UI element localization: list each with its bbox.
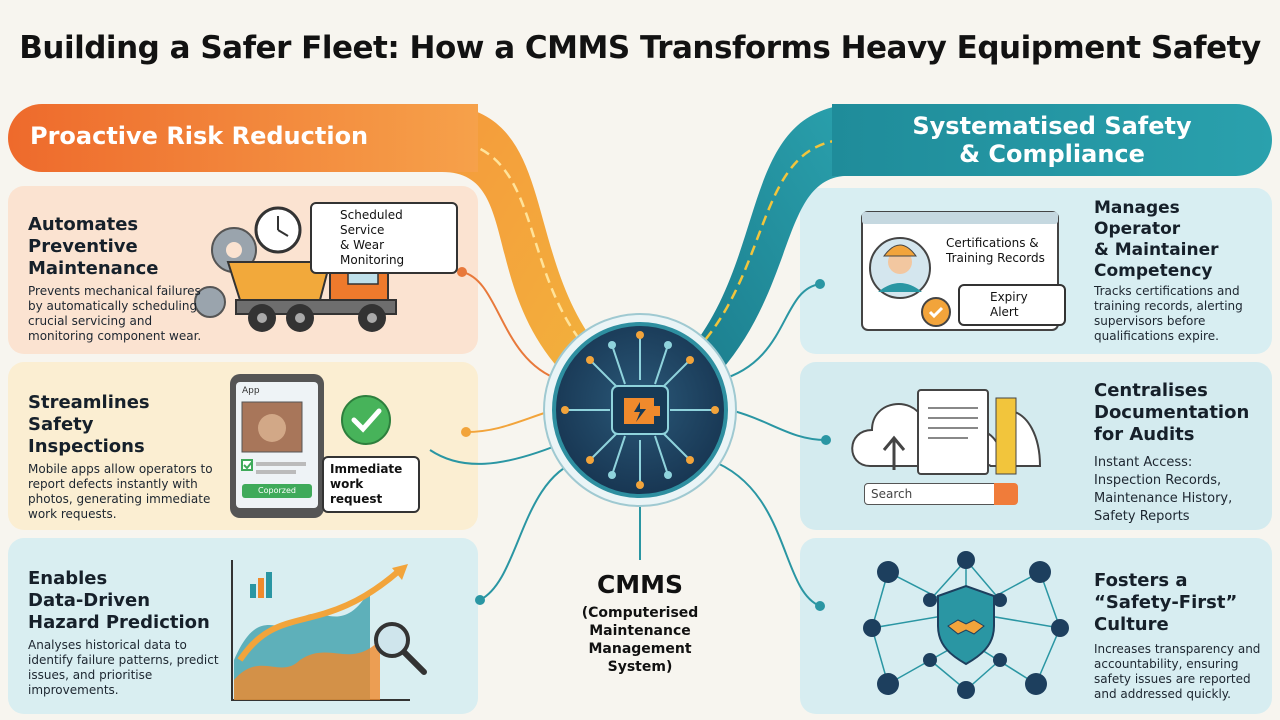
desc-safety-culture: Increases transparency and accountabilit… [1094,642,1260,702]
heading-line: Preventive [28,236,138,257]
page-title: Building a Safer Fleet: How a CMMS Trans… [19,30,1261,66]
card-title: Certifications & Training Records [946,236,1045,266]
subtitle-line: (Computerised [581,605,699,621]
callout-line: & Wear Monitoring [340,238,405,267]
heading-safety-inspections: Streamlines Safety Inspections [28,392,150,458]
callout-scheduled-service: Scheduled Service & Wear Monitoring [310,202,458,274]
hazard-chart-illustration [231,560,427,701]
heading-line: Documentation [1094,402,1250,423]
subtitle-line: System) [607,659,673,675]
people-network-illustration [863,551,1069,699]
heading-line: Automates [28,214,139,235]
desc-line: supervisors before [1094,314,1206,328]
mobile-phone-icon [230,374,324,518]
desc-line: photos, generating immediate [28,492,211,506]
desc-line: identify failure patterns, predict [28,653,219,667]
desc-line: crucial servicing and [28,314,153,328]
heading-line: “Safety-First” [1094,592,1238,613]
card-line: Certifications & [946,236,1039,250]
desc-line: work requests. [28,507,117,521]
card-line: Training Records [946,251,1045,265]
heading-documentation: Centralises Documentation for Audits [1094,380,1249,446]
desc-line: Tracks certifications and [1094,284,1240,298]
heading-line: & Maintainer [1094,240,1219,260]
heading-line: Competency [1094,261,1213,281]
banner-right-line1: Systematised Safety [912,112,1192,140]
teal-ribbon [690,104,855,372]
cmms-subtitle: (Computerised Maintenance Management Sys… [560,604,720,676]
heading-line: Hazard Prediction [28,612,210,633]
banner-right-line2: & Compliance [959,140,1145,168]
desc-hazard-prediction: Analyses historical data to identify fai… [28,638,219,698]
desc-safety-inspections: Mobile apps allow operators to report de… [28,462,213,522]
callout-line: work request [330,477,383,506]
desc-line: Analyses historical data to [28,638,187,652]
cloud-documents-illustration [851,389,1042,475]
banner-systematised-safety: Systematised Safety & Compliance [832,104,1272,176]
heading-line: Manages [1094,198,1180,218]
desc-line: Prevents mechanical failures [28,284,201,298]
heading-line: Culture [1094,614,1169,635]
desc-line: Safety Reports [1094,509,1190,524]
desc-line: safety issues are reported [1094,672,1251,686]
handshake-icon [947,619,985,635]
cmms-title: CMMS [596,570,684,599]
callout-line: Immediate [330,462,403,476]
subtitle-line: Management [588,641,692,657]
subtitle-line: Maintenance [589,623,691,639]
search-button[interactable] [994,483,1018,505]
desc-line: qualifications expire. [1094,329,1219,343]
app-submit-button: Coporzed [242,484,312,498]
search-input[interactable]: Search [864,483,1016,505]
desc-line: Increases transparency and [1094,642,1261,656]
desc-line: report defects instantly with [28,477,198,491]
heading-line: Centralises [1094,380,1208,401]
orange-ribbon [440,104,600,370]
heading-line: for Audits [1094,424,1195,445]
desc-line: Inspection Records, [1094,473,1222,488]
desc-documentation: Instant Access: Inspection Records, Main… [1094,454,1232,526]
callout-line: Scheduled Service [340,208,403,237]
heading-line: Safety [28,414,94,435]
checkmark-icon [341,395,391,445]
desc-line: issues, and prioritise [28,668,153,682]
desc-line: Maintenance History, [1094,491,1233,506]
heading-competency: Manages Operator & Maintainer Competency [1094,198,1219,282]
desc-line: monitoring component wear. [28,329,202,343]
desc-competency: Tracks certifications and training recor… [1094,284,1243,344]
desc-line: accountability, ensuring [1094,657,1239,671]
heading-line: Inspections [28,436,145,457]
heading-preventive-maintenance: Automates Preventive Maintenance [28,214,159,280]
right-connectors [639,283,827,607]
desc-line: Mobile apps allow operators to [28,462,213,476]
heading-line: Maintenance [28,258,159,279]
heading-line: Fosters a [1094,570,1188,591]
banner-left-label: Proactive Risk Reduction [30,122,369,150]
heading-line: Streamlines [28,392,150,413]
desc-line: training records, alerting [1094,299,1243,313]
cmms-hub [543,313,737,507]
heading-safety-culture: Fosters a “Safety-First” Culture [1094,570,1237,636]
app-label: App [242,386,260,396]
upload-icon [882,435,906,470]
desc-line: improvements. [28,683,119,697]
expiry-alert-badge: Expiry Alert [958,284,1066,326]
heading-line: Operator [1094,219,1181,239]
desc-line: by automatically scheduling [28,299,198,313]
banner-proactive-risk: Proactive Risk Reduction [8,104,478,172]
heading-hazard-prediction: Enables Data-Driven Hazard Prediction [28,568,210,634]
callout-immediate-work-request: Immediate work request [322,456,420,513]
desc-line: and addressed quickly. [1094,687,1231,701]
left-connectors [429,271,581,601]
magnifier-icon [374,622,410,658]
heading-line: Enables [28,568,108,589]
heading-line: Data-Driven [28,590,151,611]
desc-line: Instant Access: [1094,455,1193,470]
desc-preventive-maintenance: Prevents mechanical failures by automati… [28,284,201,344]
